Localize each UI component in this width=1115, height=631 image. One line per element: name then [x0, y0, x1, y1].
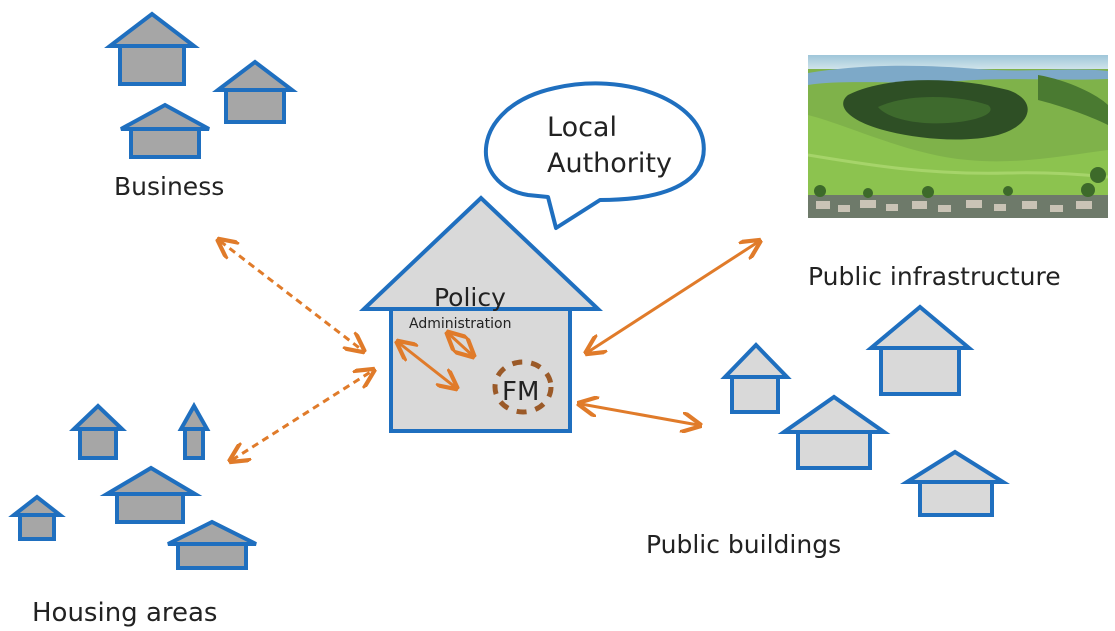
public-buildings-houses [720, 304, 1010, 517]
public-infrastructure-label: Public infrastructure [808, 262, 1061, 291]
fm-ring [492, 359, 554, 415]
public-infrastructure-photo [808, 55, 1108, 218]
house-icon [777, 394, 891, 470]
business-label: Business [114, 172, 225, 201]
arrow-buildings [581, 404, 698, 425]
house-icon [8, 494, 66, 541]
house-icon [167, 519, 257, 570]
local-authority-label: Local Authority [547, 110, 672, 182]
local-authority-bubble [483, 81, 706, 230]
local-authority-line1: Local [547, 112, 617, 143]
house-icon [69, 403, 127, 460]
policy-label: Policy [434, 283, 506, 312]
administration-label: Administration [409, 316, 512, 332]
arrow-housing [232, 371, 372, 460]
house-icon [900, 449, 1010, 517]
house-icon [865, 304, 975, 396]
arrow-business [220, 241, 362, 350]
local-authority-house [358, 195, 604, 433]
arrows [220, 241, 758, 460]
public-buildings-label: Public buildings [646, 530, 842, 559]
local-authority-line2: Authority [547, 148, 672, 179]
fm-label: FM [502, 377, 540, 407]
house-icon [99, 465, 203, 524]
arrow-inner-top [449, 334, 472, 355]
arrow-infrastructure [588, 242, 758, 352]
house-icon [212, 59, 298, 124]
house-icon [120, 102, 210, 159]
arrow-inner-left [399, 343, 455, 387]
house-icon [104, 11, 200, 86]
housing-areas-label: Housing areas [32, 598, 218, 628]
business-houses [104, 11, 298, 159]
house-icon [177, 401, 211, 460]
housing-houses [8, 401, 257, 570]
house-icon [720, 342, 792, 414]
